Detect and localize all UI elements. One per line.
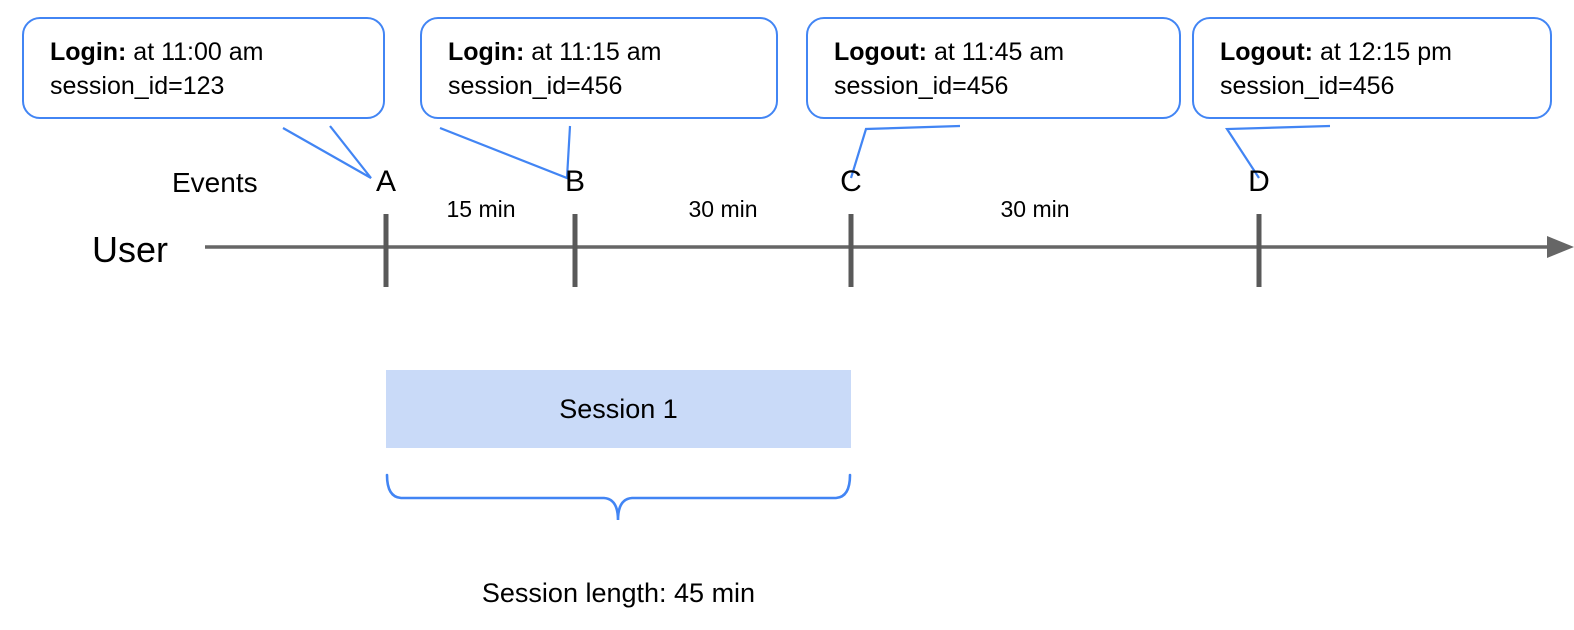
event-time-a: at 11:00 am (126, 38, 264, 66)
event-kind-d: Logout: (1220, 38, 1314, 66)
interval-label-bc: 30 min (688, 196, 758, 222)
event-session-b: session_id=456 (448, 72, 623, 100)
event-kind-a: Login: (50, 38, 127, 66)
session-bar[interactable]: Session 1 (386, 370, 851, 448)
event-callout-d[interactable]: Logout: at 12:15 pm session_id=456 (1192, 17, 1552, 119)
interval-label-cd: 30 min (1000, 196, 1070, 222)
lane-label-user: User (92, 229, 169, 270)
event-kind-b: Login: (448, 38, 525, 66)
event-callout-c[interactable]: Logout: at 11:45 am session_id=456 (806, 17, 1181, 119)
event-time-d: at 12:15 pm (1313, 38, 1452, 66)
event-session-a: session_id=123 (50, 72, 225, 100)
tick-label-b: B (564, 165, 585, 198)
session-length-caption: Session length: 45 min (481, 578, 756, 608)
event-time-b: at 11:15 am (524, 38, 662, 66)
callout-tail-a (282, 125, 372, 179)
event-session-d: session_id=456 (1220, 72, 1395, 100)
tick-label-a: A (375, 165, 396, 198)
event-callout-a[interactable]: Login: at 11:00 am session_id=123 (22, 17, 385, 119)
session-brace (385, 473, 852, 521)
lane-label-events: Events (172, 167, 258, 198)
event-time-c: at 11:45 am (927, 38, 1065, 66)
event-callout-b[interactable]: Login: at 11:15 am session_id=456 (420, 17, 778, 119)
tick-label-c: C (840, 165, 862, 198)
session-bar-label: Session 1 (559, 393, 678, 424)
interval-label-ab: 15 min (446, 196, 516, 222)
event-session-c: session_id=456 (834, 72, 1009, 100)
event-kind-c: Logout: (834, 38, 928, 66)
callout-tail-b (439, 125, 572, 180)
timeline-arrowhead-icon (1547, 236, 1574, 258)
tick-label-d: D (1248, 165, 1270, 198)
